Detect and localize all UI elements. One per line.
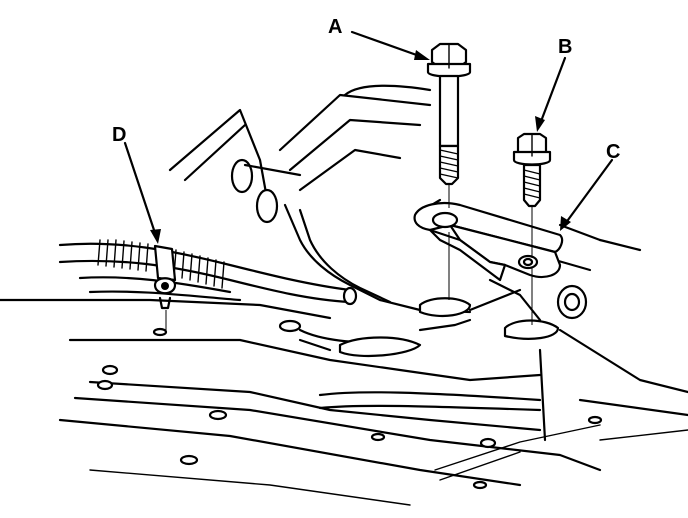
label-b: B <box>558 36 572 58</box>
alignment-guides <box>165 185 533 332</box>
label-d: D <box>112 124 126 146</box>
mount-pad <box>418 278 588 340</box>
floor-holes <box>96 327 603 490</box>
label-c: C <box>606 141 620 163</box>
cable-harness <box>58 239 358 306</box>
floor-panel <box>0 298 688 506</box>
cable-clamp-icon <box>153 244 177 310</box>
lower-mount <box>278 318 472 358</box>
mount-bracket-icon <box>413 201 564 282</box>
leader-lines <box>123 30 614 244</box>
long-flange-bolt-icon <box>426 42 472 186</box>
short-flange-bolt-icon <box>512 132 552 208</box>
transmission-housing <box>168 84 642 314</box>
label-a: A <box>328 16 342 38</box>
